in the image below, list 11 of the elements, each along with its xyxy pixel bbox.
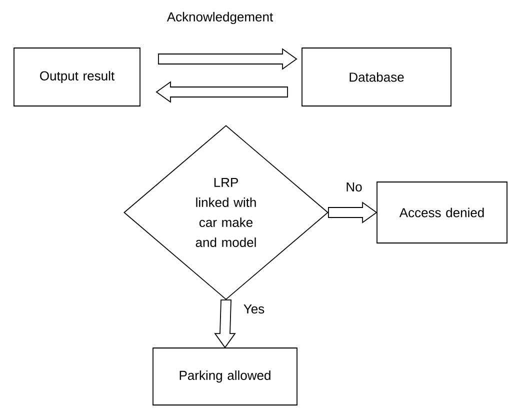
process-box: Access denied (376, 182, 508, 244)
block-arrow (214, 300, 236, 348)
edge-label: Yes (242, 303, 266, 315)
process-box: Database (302, 48, 452, 106)
edge-label: Acknowledgement (166, 10, 274, 26)
process-box: Parking allowed (152, 348, 298, 406)
edge-label: No (344, 181, 364, 193)
block-arrow (328, 202, 378, 224)
process-box: Output result (14, 48, 140, 106)
block-arrow (156, 81, 288, 103)
block-arrow (158, 48, 298, 70)
